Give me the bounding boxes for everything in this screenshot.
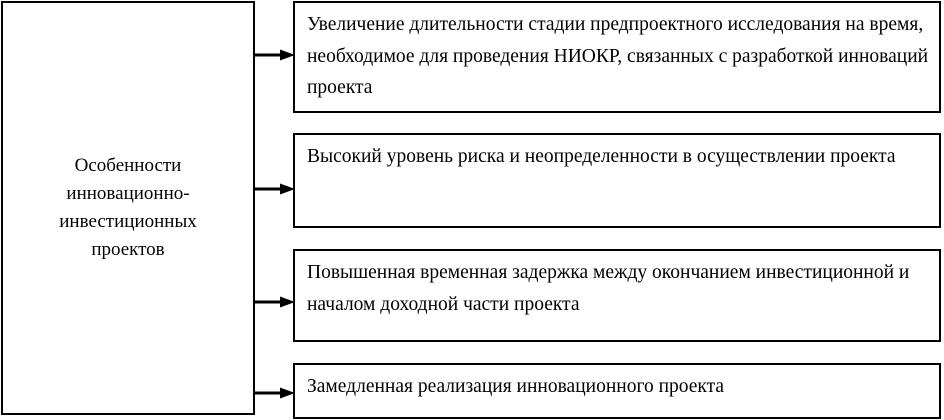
feature-block-1-label: Увеличение длительности стадии предпроек… — [307, 14, 929, 99]
root-block[interactable]: Особенности инновационно- инвестиционных… — [1, 1, 255, 415]
connector-arrow-3 — [255, 296, 295, 308]
feature-block-1[interactable]: Увеличение длительности стадии предпроек… — [293, 1, 941, 113]
feature-block-2-label: Высокий уровень риска и неопределенности… — [307, 146, 896, 167]
arrow-right-icon — [255, 183, 295, 195]
root-block-label: Особенности инновационно- инвестиционных… — [59, 154, 197, 261]
connector-arrow-4 — [255, 387, 295, 399]
arrow-right-icon — [255, 387, 295, 399]
feature-block-4[interactable]: Замедленная реализация инновационного пр… — [293, 363, 941, 419]
feature-block-2[interactable]: Высокий уровень риска и неопределенности… — [293, 133, 941, 228]
arrow-right-icon — [255, 296, 295, 308]
connector-arrow-1 — [255, 49, 295, 61]
feature-block-3-label: Повышенная временная задержка между окон… — [307, 262, 910, 315]
connector-arrow-2 — [255, 183, 295, 195]
arrow-right-icon — [255, 49, 295, 61]
feature-block-4-label: Замедленная реализация инновационного пр… — [307, 376, 725, 397]
feature-block-3[interactable]: Повышенная временная задержка между окон… — [293, 249, 941, 342]
